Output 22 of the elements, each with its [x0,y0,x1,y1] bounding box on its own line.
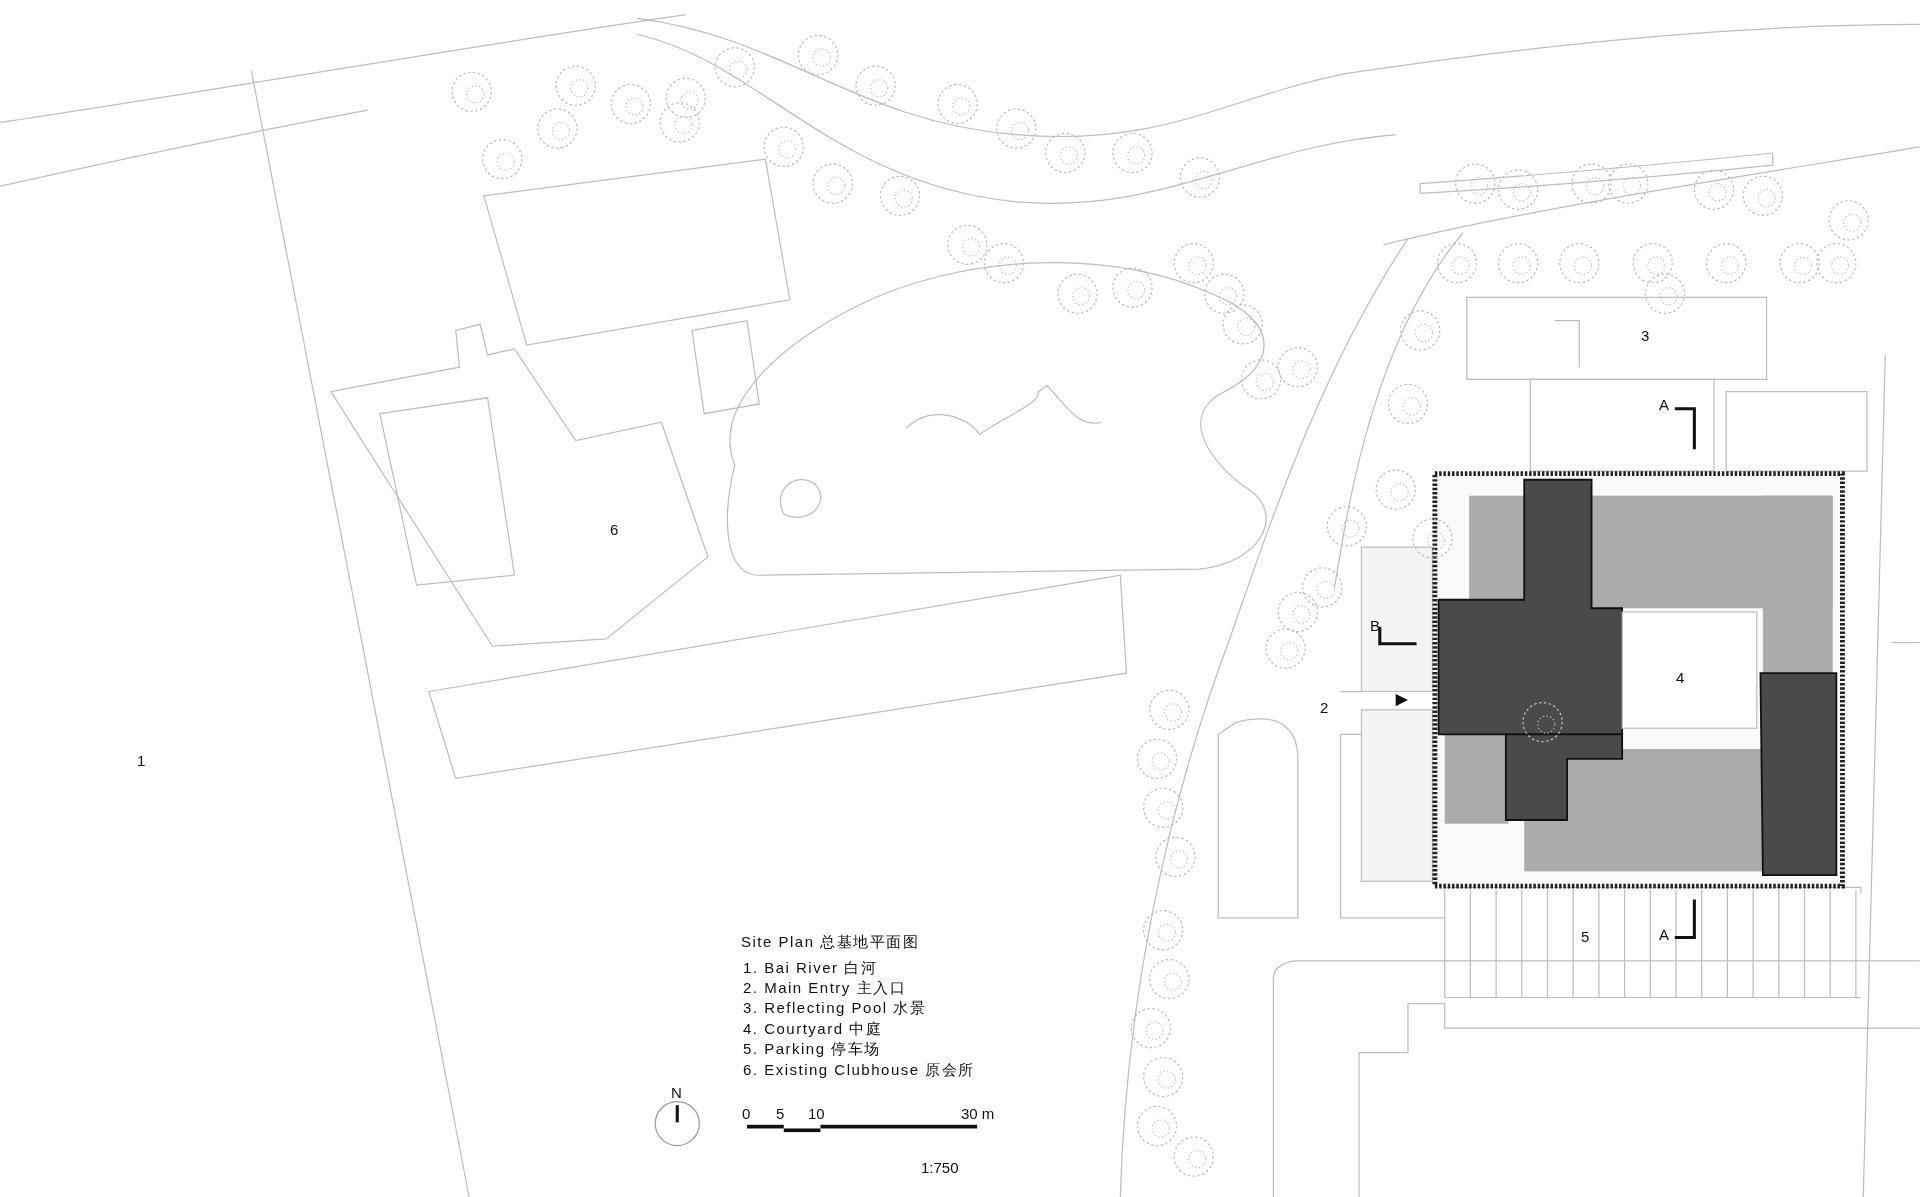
section-label: A [1659,397,1669,412]
scale-number: 5 [776,1106,785,1121]
area-number: 6 [610,522,619,537]
scale-number: 0 [742,1106,751,1121]
area-number: 3 [1641,328,1650,343]
legend-item: 1. Bai River 白河 [743,960,878,975]
legend-item: 2. Main Entry 主入口 [743,980,907,995]
legend-item: 4. Courtyard 中庭 [743,1021,883,1036]
legend-item: 6. Existing Clubhouse 原会所 [743,1062,975,1077]
area-number: 1 [137,753,146,768]
section-label: A [1659,927,1669,942]
north-label: N [671,1085,682,1100]
area-number: 5 [1581,929,1590,944]
legend-item: 3. Reflecting Pool 水景 [743,1000,927,1015]
section-label: B [1370,618,1380,633]
area-number: 2 [1320,700,1329,715]
area-number: 4 [1676,670,1685,685]
scale-number: 10 [808,1106,825,1121]
legend-item: 5. Parking 停车场 [743,1041,881,1056]
legend-heading: Site Plan 总基地平面图 [741,934,920,949]
scale-number: 30 m [961,1106,995,1121]
scale-ratio: 1:750 [921,1160,959,1175]
